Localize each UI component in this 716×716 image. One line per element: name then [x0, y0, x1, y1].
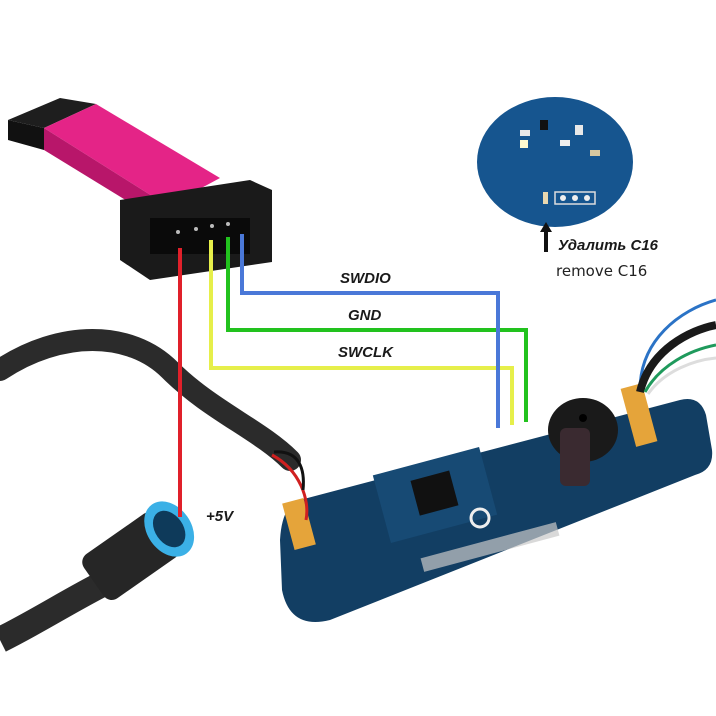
ribbon-wire-green [643, 343, 716, 393]
label-5v: +5V [206, 508, 234, 525]
c16-inset [477, 97, 633, 227]
annotation-ru: Удалить C16 [558, 237, 659, 254]
wire-swclk [209, 240, 514, 425]
ribbon-wire-blue [638, 298, 716, 391]
dashboard-pcb [280, 383, 713, 622]
ribbon-wire-white [646, 356, 716, 395]
cable-wire-black [273, 450, 305, 491]
scooter-cable [0, 329, 301, 471]
wire-swdio [240, 234, 500, 428]
ribbon-wire-black [636, 321, 716, 394]
wire-gnd [226, 237, 528, 422]
up-arrow-icon [540, 222, 552, 252]
scooter-cable-lower [0, 568, 116, 652]
stlink-programmer [8, 98, 272, 280]
label-swclk: SWCLK [338, 344, 393, 361]
label-gnd: GND [348, 307, 382, 324]
label-swdio: SWDIO [340, 270, 391, 287]
cable-wire-red [271, 453, 309, 521]
annotation-en: remove C16 [556, 262, 648, 280]
